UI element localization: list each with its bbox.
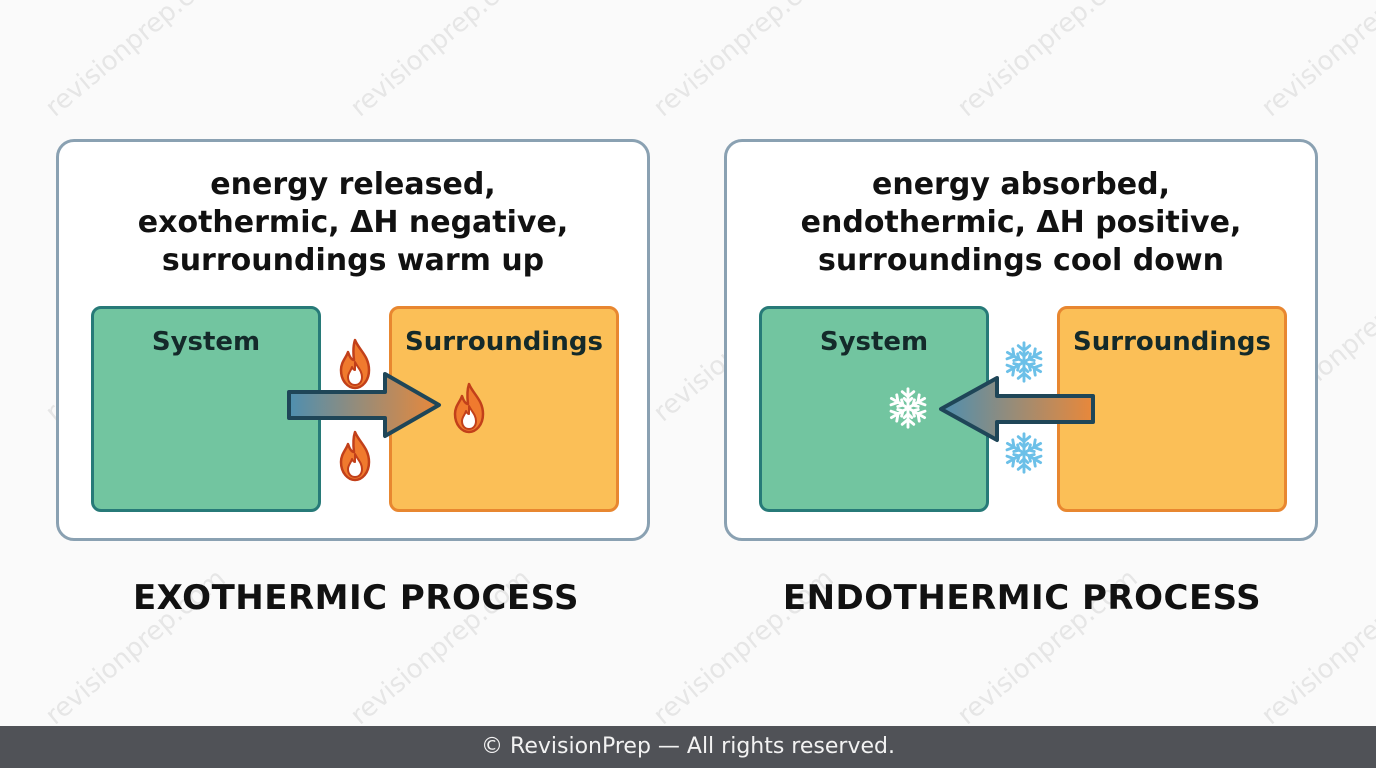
watermark: revisionprep.com [40, 0, 232, 123]
caption-line: surroundings cool down [818, 243, 1224, 278]
exothermic-system-box: System [91, 306, 321, 512]
caption-line: surroundings warm up [161, 243, 545, 278]
snowflake-icon [1001, 339, 1047, 385]
flame-icon [335, 430, 375, 482]
endothermic-surroundings-box: Surroundings [1057, 306, 1287, 512]
surroundings-label: Surroundings [1073, 327, 1271, 357]
endothermic-title: ENDOTHERMIC PROCESS [782, 578, 1262, 618]
flame-icon [335, 338, 375, 390]
exothermic-surroundings-box: Surroundings [389, 306, 619, 512]
system-label: System [151, 327, 261, 357]
snowflake-icon [885, 385, 931, 431]
endothermic-caption: energy absorbed, endothermic, ΔH positiv… [727, 166, 1315, 280]
watermark: revisionprep.com [952, 0, 1144, 123]
exothermic-title: EXOTHERMIC PROCESS [132, 578, 580, 618]
exothermic-caption: energy released, exothermic, ΔH negative… [59, 166, 647, 280]
watermark: revisionprep.com [345, 0, 537, 123]
caption-line: exothermic, ΔH negative, [137, 205, 569, 240]
caption-line: endothermic, ΔH positive, [800, 205, 1242, 240]
surroundings-label: Surroundings [405, 327, 603, 357]
copyright-footer: © RevisionPrep — All rights reserved. [0, 726, 1376, 768]
watermark: revisionprep.com [1256, 0, 1376, 123]
energy-out-arrow [287, 372, 441, 438]
energy-in-arrow [939, 376, 1095, 442]
exothermic-panel: energy released, exothermic, ΔH negative… [56, 139, 650, 541]
caption-line: energy released, [210, 167, 496, 202]
flame-icon [449, 382, 489, 434]
caption-line: energy absorbed, [872, 167, 1170, 202]
endothermic-panel: energy absorbed, endothermic, ΔH positiv… [724, 139, 1318, 541]
system-label: System [819, 327, 929, 357]
watermark: revisionprep.com [648, 0, 840, 123]
snowflake-icon [1001, 430, 1047, 476]
